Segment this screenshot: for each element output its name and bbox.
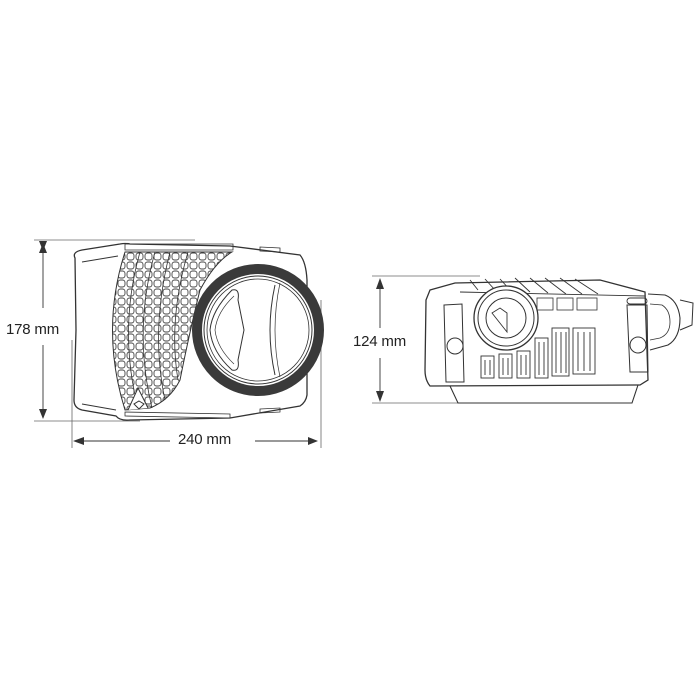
right-knob-icon [629, 336, 647, 354]
side-height-dimension-label: 124 mm [353, 333, 406, 350]
brand-logo-icon [133, 400, 145, 410]
eyepiece-shape [209, 289, 245, 371]
width-dimension-label: 240 mm [175, 432, 234, 448]
lens-glare-icon [491, 307, 508, 334]
front-view-drawing [34, 239, 324, 448]
lens-ring [192, 264, 324, 396]
eyecup-outline [647, 293, 681, 351]
grip-texture [112, 251, 234, 411]
left-knob-icon [446, 337, 464, 355]
height-dimension-label: 178 mm [6, 321, 59, 338]
side-body-outline [424, 279, 649, 387]
side-view-drawing [372, 275, 694, 404]
side-lens [473, 285, 539, 351]
vent-grille [480, 327, 596, 379]
